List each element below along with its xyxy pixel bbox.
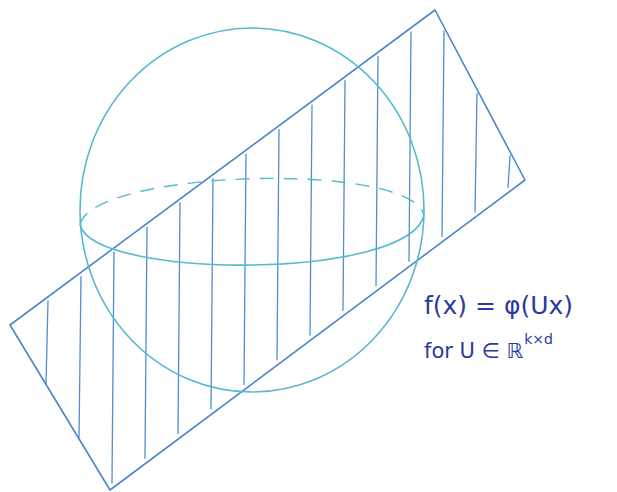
hatch-line xyxy=(277,130,279,360)
hatch-line xyxy=(145,227,147,458)
hatch-line xyxy=(46,301,48,384)
plane-outline xyxy=(10,10,525,490)
hatch-line xyxy=(178,203,180,434)
hatch-line xyxy=(79,276,81,438)
hatch-line xyxy=(442,31,444,237)
formula-label: f(x) = φ(Ux) xyxy=(424,292,573,320)
hatch-line xyxy=(112,252,114,483)
hatch-line xyxy=(211,179,213,410)
hatch-line xyxy=(409,32,411,261)
hatch-line xyxy=(244,154,246,384)
domain-label: for U ∈ ℝ xyxy=(424,340,523,363)
sphere-outline xyxy=(80,28,424,392)
superscript-label: k×d xyxy=(524,332,553,347)
hatch-line xyxy=(310,105,312,335)
sphere-equator-back xyxy=(80,178,424,225)
hatch-line xyxy=(475,93,477,212)
hatch-line xyxy=(343,81,345,311)
hatch-line xyxy=(376,56,378,286)
sphere-equator-front xyxy=(80,215,424,265)
hatch-line xyxy=(508,156,510,188)
